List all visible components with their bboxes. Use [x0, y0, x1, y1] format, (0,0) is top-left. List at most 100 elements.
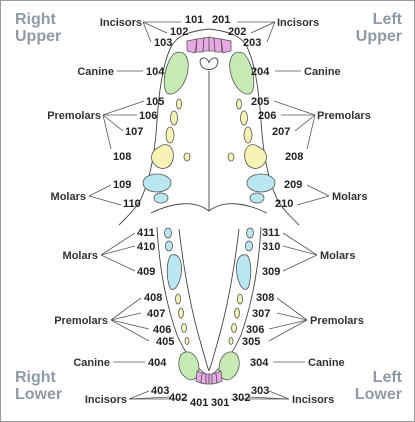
leader-line: [110, 297, 142, 321]
leader-line: [102, 114, 124, 132]
tooth-number-104: 104: [146, 66, 165, 78]
tooth-number-411: 411: [137, 227, 155, 239]
tooth-306: [231, 323, 237, 333]
tooth-number-207: 207: [272, 126, 290, 138]
upper-teeth: [142, 36, 276, 204]
leader-line: [128, 390, 150, 400]
tooth-102: [195, 37, 205, 53]
tooth-207: [243, 126, 253, 144]
leader-line: [142, 21, 168, 34]
group-label-molars-upper-right: Molars: [51, 191, 86, 203]
tooth-404: [178, 351, 200, 381]
tooth-number-304: 304: [250, 357, 269, 369]
group-label-molars-lower-left: Molars: [320, 250, 355, 262]
tooth-104: [163, 51, 189, 95]
group-label-canine-lower-right: Canine: [73, 357, 110, 369]
tooth-304: [218, 351, 240, 381]
tooth-number-206: 206: [258, 110, 276, 122]
tooth-number-404: 404: [148, 357, 167, 369]
lower-inner-outline: [178, 228, 210, 372]
tooth-401: [205, 373, 210, 385]
tooth-202: [213, 37, 223, 53]
tooth-208: [244, 144, 267, 169]
corner-label-right-upper: Right Upper: [15, 11, 61, 45]
corner-word-lower: Lower: [15, 386, 63, 403]
palatal-dot: [183, 152, 191, 162]
leader-line: [100, 245, 136, 256]
palatal-dot: [227, 152, 235, 162]
leader-lines: [88, 21, 330, 400]
tooth-402: [200, 372, 207, 385]
tooth-110: [153, 192, 169, 204]
tooth-number-308: 308: [256, 292, 274, 304]
tooth-number-105: 105: [146, 96, 164, 108]
corner-word-lower: Lower: [354, 386, 402, 403]
leader-line: [296, 195, 330, 206]
tooth-number-406: 406: [153, 324, 171, 336]
group-label-canine-upper-right: Canine: [77, 66, 114, 78]
tooth-206: [240, 110, 248, 126]
tooth-number-409: 409: [137, 266, 155, 278]
leader-line: [142, 21, 152, 43]
corner-word-left: Left: [372, 11, 402, 28]
tooth-101: [202, 36, 210, 52]
tooth-107: [165, 126, 175, 144]
leader-line: [294, 114, 316, 132]
leader-line: [88, 195, 122, 206]
leader-line: [276, 312, 308, 321]
tooth-number-209: 209: [284, 179, 302, 191]
tooth-108: [151, 144, 174, 169]
corner-word-right: Right: [15, 369, 56, 386]
group-label-incisors-upper-right: Incisors: [100, 17, 142, 29]
tooth-309: [236, 254, 252, 290]
leader-line: [250, 21, 276, 34]
tooth-310: [245, 240, 253, 252]
tooth-204: [229, 51, 255, 95]
tooth-number-307: 307: [252, 308, 270, 320]
tooth-number-210: 210: [275, 198, 293, 210]
tooth-406: [181, 323, 187, 333]
leader-line: [268, 319, 308, 342]
upper-jaw-outline: [208, 28, 300, 226]
tooth-405: [184, 337, 190, 345]
tooth-number-302: 302: [232, 392, 250, 404]
nasal-marking: [199, 57, 219, 70]
group-label-premolars-lower-right: Premolars: [54, 315, 108, 327]
leader-line: [88, 184, 112, 197]
tooth-number-201: 201: [212, 14, 230, 26]
group-label-canine-lower-left: Canine: [308, 357, 345, 369]
upper-jaw-outline: [118, 28, 210, 226]
tooth-407: [178, 307, 184, 319]
upper-back-arch: [150, 203, 268, 214]
tooth-number-208: 208: [285, 151, 303, 163]
tooth-number-402: 402: [169, 392, 187, 404]
leader-line: [268, 319, 308, 330]
leader-line: [246, 396, 290, 400]
group-label-canine-upper-left: Canine: [304, 66, 341, 78]
tooth-408: [175, 293, 181, 305]
tooth-number-407: 407: [147, 308, 165, 320]
leader-line: [100, 232, 136, 256]
tooth-307: [234, 307, 240, 319]
group-labels: Incisors Incisors Canine Canine Premolar…: [47, 17, 371, 406]
tooth-number-203: 203: [243, 37, 261, 49]
tooth-number-102: 102: [170, 26, 188, 38]
tooth-205: [236, 98, 242, 110]
tooth-number-410: 410: [137, 241, 155, 253]
lower-inner-outline: [208, 228, 240, 372]
leader-line: [110, 319, 150, 330]
tooth-number-106: 106: [139, 110, 157, 122]
tooth-number-401: 401: [190, 397, 208, 409]
corner-word-upper: Upper: [355, 28, 402, 45]
leader-line: [282, 245, 318, 256]
leader-line: [282, 254, 318, 272]
jaw-outlines: [118, 28, 300, 376]
tooth-number-309: 309: [262, 266, 280, 278]
group-label-premolars-lower-left: Premolars: [310, 315, 364, 327]
tooth-409: [166, 254, 182, 290]
lower-teeth: [164, 227, 254, 385]
tooth-number-103: 103: [154, 37, 172, 49]
tooth-number-110: 110: [123, 198, 141, 210]
